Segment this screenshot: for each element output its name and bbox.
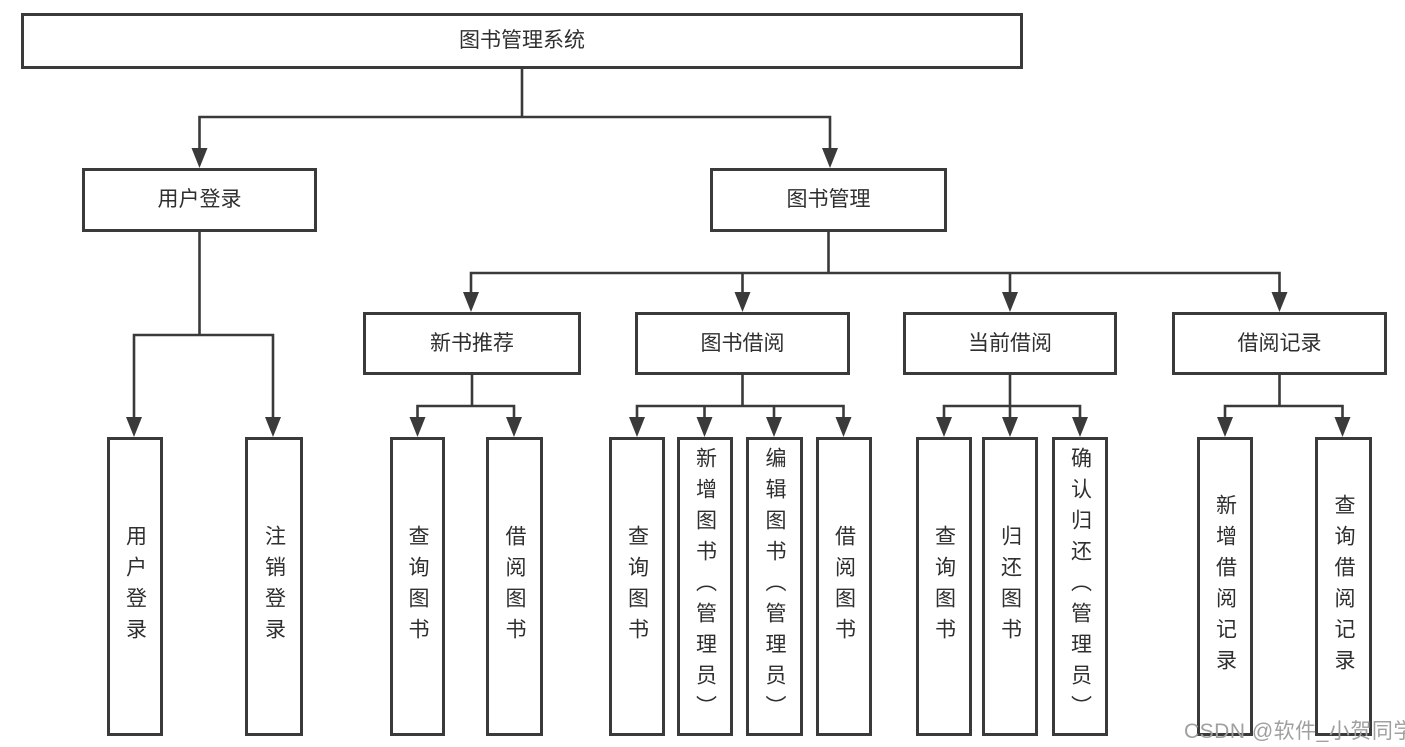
node-label: 借阅记录: [1237, 331, 1322, 355]
node-edit-book-admin: 编辑图书（管理员）: [746, 437, 803, 736]
connector-userlogin-to-children: [132, 232, 275, 420]
arrowhead-icon: [696, 417, 713, 437]
node-borrowing-records: 借阅记录: [1172, 312, 1387, 375]
node-logout: 注销登录: [245, 437, 303, 736]
node-user-login-branch: 用户登录: [82, 168, 317, 232]
node-query-borrow-record: 查询借阅记录: [1315, 437, 1372, 736]
connector-root-to-level2: [198, 69, 832, 150]
watermark: CSDN @软件_小贺同学: [1184, 720, 1405, 743]
node-query-book-current: 查询图书: [916, 437, 972, 736]
node-label: 新增借阅记录: [1213, 493, 1237, 680]
arrowhead-icon: [835, 417, 852, 437]
node-label: 注销登录: [262, 524, 286, 649]
node-library-management-system: 图书管理系统: [21, 13, 1023, 69]
arrowhead-icon: [936, 417, 952, 437]
arrowhead-icon: [1334, 417, 1351, 437]
node-label: 确认归还（管理员）: [1068, 447, 1092, 726]
node-label: 查询图书: [932, 524, 956, 649]
arrowhead-icon: [822, 148, 838, 168]
node-book-borrowing: 图书借阅: [635, 312, 850, 375]
arrowhead-icon: [1002, 292, 1018, 312]
node-add-book-admin: 新增图书（管理员）: [677, 437, 733, 736]
node-label: 查询借阅记录: [1332, 493, 1355, 680]
node-query-book-recommend: 查询图书: [390, 437, 445, 736]
arrowhead-icon: [1217, 417, 1233, 437]
node-book-management: 图书管理: [710, 168, 947, 232]
node-new-book-recommendation: 新书推荐: [363, 312, 581, 375]
connector-records-to-children: [1223, 375, 1344, 420]
node-label: 新书推荐: [430, 331, 514, 355]
node-label: 查询图书: [625, 524, 649, 649]
node-label: 图书借阅: [700, 331, 785, 355]
connector-current-to-children: [942, 375, 1082, 420]
arrowhead-icon: [1072, 417, 1088, 437]
node-label: 当前借阅: [968, 331, 1052, 355]
node-confirm-return-admin: 确认归还（管理员）: [1052, 437, 1108, 736]
node-user-login: 用户登录: [107, 437, 163, 736]
node-label: 图书管理系统: [459, 29, 585, 53]
node-label: 查询图书: [406, 524, 429, 649]
arrowhead-icon: [265, 417, 281, 437]
arrowhead-icon: [409, 417, 426, 437]
node-label: 图书管理: [786, 188, 871, 212]
connector-newbook-to-children: [416, 375, 516, 420]
node-label: 归还图书: [998, 524, 1022, 649]
arrowhead-icon: [1002, 417, 1018, 437]
node-label: 借阅图书: [503, 524, 526, 649]
node-label: 新增图书（管理员）: [693, 447, 717, 726]
node-current-borrowing: 当前借阅: [903, 312, 1117, 375]
arrowhead-icon: [506, 417, 522, 437]
node-return-book: 归还图书: [982, 437, 1038, 736]
arrowhead-icon: [1271, 292, 1288, 312]
node-query-book-borrowing: 查询图书: [609, 437, 665, 736]
node-label: 用户登录: [157, 188, 242, 212]
node-label: 借阅图书: [832, 524, 856, 649]
connector-bookmgmt-to-level3: [469, 232, 1281, 295]
arrowhead-icon: [126, 417, 142, 437]
connector-borrowing-to-children: [635, 375, 845, 420]
arrowhead-icon: [463, 292, 479, 312]
node-add-borrow-record: 新增借阅记录: [1197, 437, 1253, 736]
node-borrow-book-recommend: 借阅图书: [486, 437, 543, 736]
arrowhead-icon: [766, 417, 782, 437]
node-label: 编辑图书（管理员）: [763, 447, 786, 726]
node-label: 用户登录: [123, 524, 147, 649]
arrowhead-icon: [191, 148, 208, 168]
node-borrow-book: 借阅图书: [816, 437, 872, 736]
arrowhead-icon: [734, 292, 751, 312]
arrowhead-icon: [629, 417, 645, 437]
